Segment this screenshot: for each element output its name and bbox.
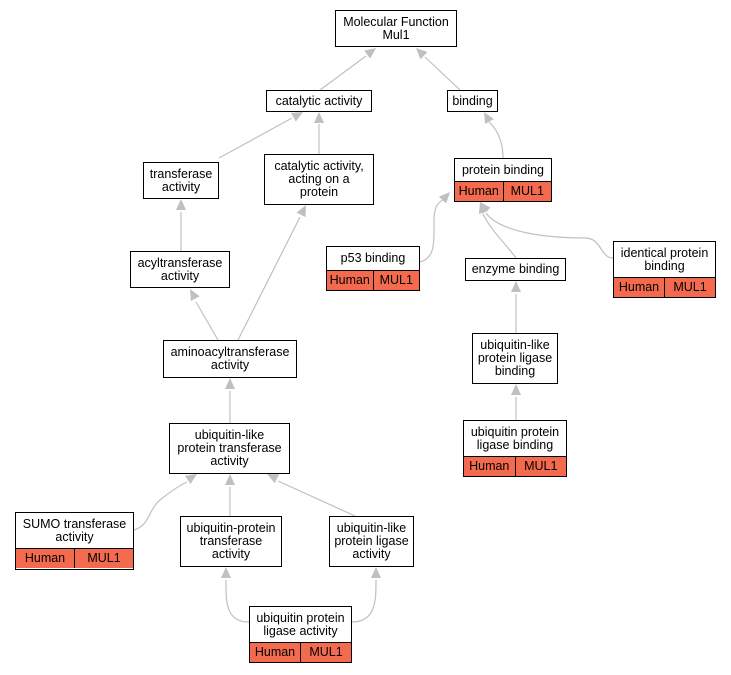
edge-proteinbinding-to-binding bbox=[488, 121, 504, 159]
arrowhead bbox=[511, 281, 521, 292]
species-tag: Human bbox=[618, 280, 660, 294]
node-enzyme-binding[interactable]: enzyme binding bbox=[465, 258, 566, 281]
edge-enzyme-to-proteinbinding bbox=[482, 213, 517, 259]
annotation-tags: Human MUL1 bbox=[250, 642, 351, 662]
edge-binding-to-mf bbox=[424, 56, 461, 91]
annotation-tags: Human MUL1 bbox=[16, 548, 133, 568]
edge-aminoacyl-to-acyl bbox=[195, 301, 219, 341]
arrowhead bbox=[484, 112, 494, 125]
arrowhead bbox=[190, 289, 200, 302]
gene-tag: MUL1 bbox=[664, 278, 715, 297]
edge-catalytic-to-mf bbox=[319, 55, 367, 91]
node-label: binding bbox=[452, 93, 493, 108]
species-tag: Human bbox=[469, 459, 510, 473]
arrowhead bbox=[221, 567, 231, 578]
node-catalytic-activity[interactable]: catalytic activity bbox=[266, 90, 372, 112]
arrowhead bbox=[290, 112, 303, 122]
arrowhead bbox=[364, 48, 376, 59]
edge-aminoacyl-to-catprotein bbox=[237, 216, 301, 341]
arrowhead bbox=[176, 199, 186, 210]
edge-ublig-to-ubprotein bbox=[225, 579, 250, 623]
annotation-tags: Human MUL1 bbox=[455, 181, 551, 201]
edge-p53-to-proteinbinding bbox=[419, 199, 444, 263]
edge-ubllig-to-ubltransfer bbox=[277, 480, 356, 517]
gene-tag: MUL1 bbox=[372, 271, 420, 290]
arrowhead bbox=[225, 474, 235, 485]
species-tag: Human bbox=[458, 184, 499, 198]
arrowhead bbox=[296, 205, 306, 218]
node-binding[interactable]: binding bbox=[447, 90, 498, 112]
node-protein-binding[interactable]: protein binding Human MUL1 bbox=[454, 158, 552, 202]
node-label: enzyme binding bbox=[471, 262, 560, 276]
edge-ublig-to-ubllig bbox=[351, 579, 377, 623]
arrowhead bbox=[225, 378, 235, 389]
annotation-tags: Human MUL1 bbox=[464, 456, 566, 476]
gene-tag: MUL1 bbox=[300, 643, 351, 662]
arrowhead bbox=[480, 202, 491, 214]
node-label: catalytic activity bbox=[275, 93, 363, 108]
species-tag: Human bbox=[254, 645, 296, 659]
arrowhead bbox=[438, 192, 450, 204]
arrowhead bbox=[314, 112, 324, 123]
arrowhead bbox=[267, 474, 280, 484]
node-p53-binding[interactable]: p53 binding Human MUL1 bbox=[326, 246, 420, 291]
gene-tag: MUL1 bbox=[74, 549, 133, 568]
arrowhead bbox=[185, 474, 197, 485]
node-label: protein binding bbox=[461, 162, 544, 177]
arrowhead bbox=[371, 567, 381, 578]
annotation-tags: Human MUL1 bbox=[614, 277, 715, 297]
species-tag: Human bbox=[329, 273, 370, 287]
edge-transferase-to-catalytic bbox=[218, 117, 293, 159]
edge-sumo-to-ubltransfer bbox=[133, 481, 188, 531]
gene-tag: MUL1 bbox=[502, 182, 552, 201]
arrowhead bbox=[416, 48, 428, 60]
arrowhead bbox=[511, 384, 521, 395]
species-tag: Human bbox=[24, 551, 66, 565]
node-label: p53 binding bbox=[340, 251, 406, 265]
edge-identical-to-proteinbinding bbox=[485, 212, 614, 259]
gene-tag: MUL1 bbox=[514, 457, 567, 476]
annotation-tags: Human MUL1 bbox=[327, 270, 419, 290]
